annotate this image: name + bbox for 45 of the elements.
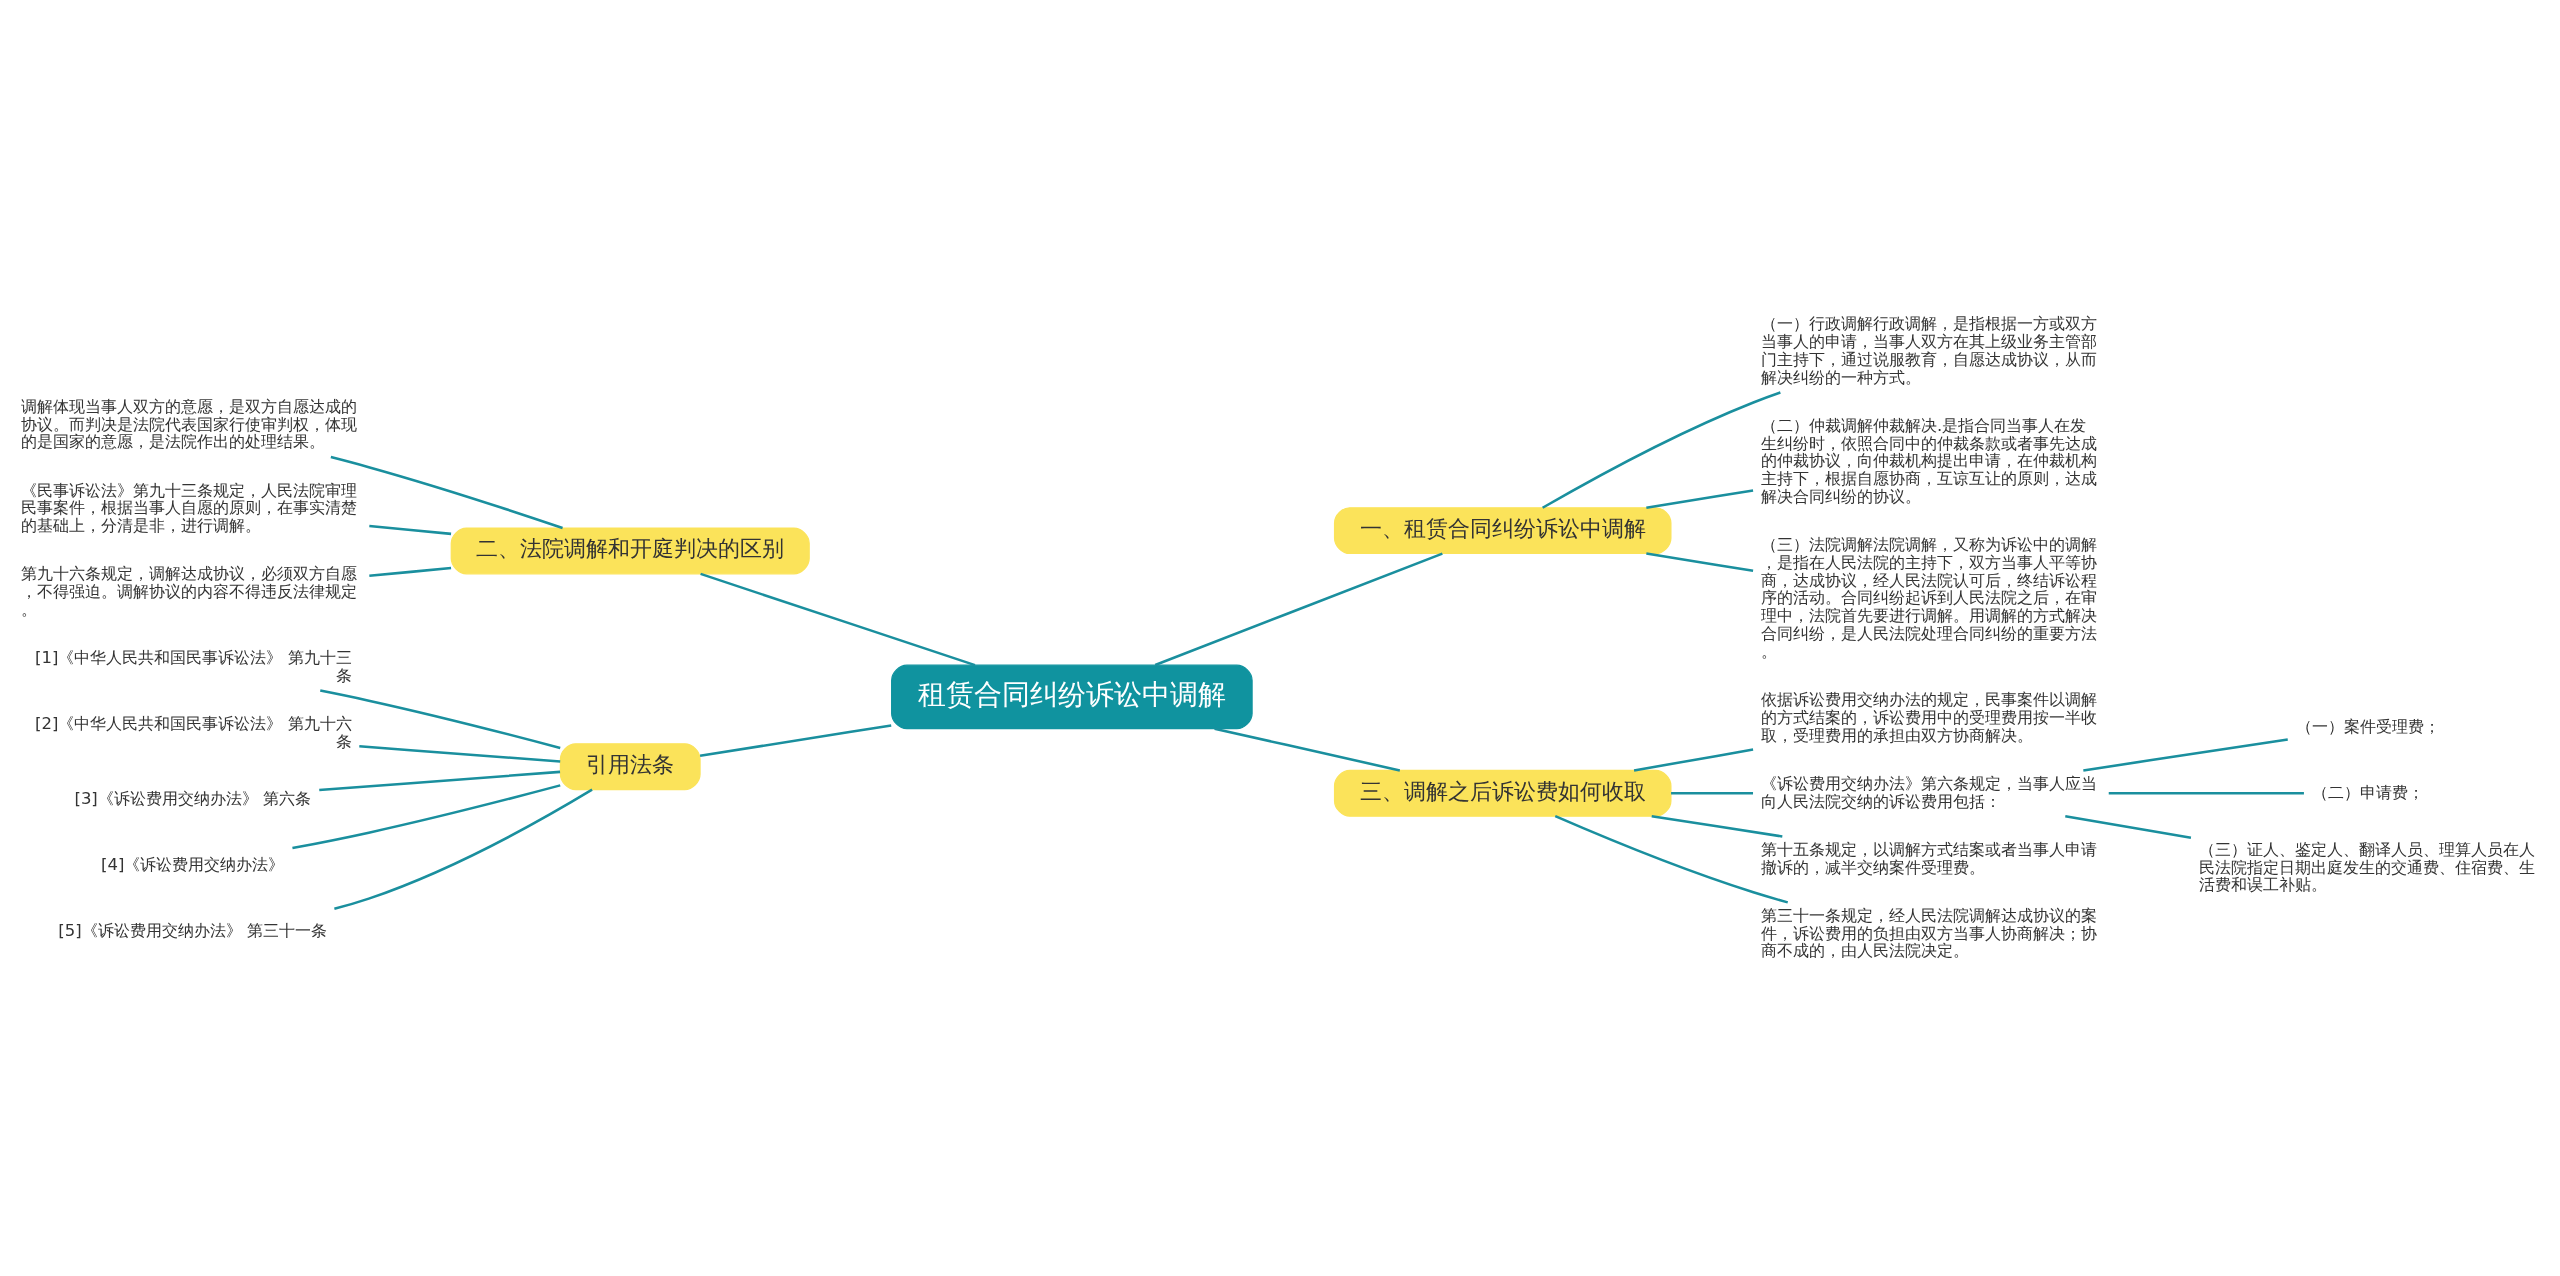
connector <box>1646 551 1754 572</box>
connector <box>1651 814 1783 838</box>
connector <box>330 455 563 529</box>
connector <box>369 524 452 535</box>
connector <box>2083 737 2288 772</box>
connector <box>1633 747 1754 772</box>
node-box: 租赁合同纠纷诉讼中调解 <box>891 664 1253 729</box>
connector <box>700 572 976 666</box>
connector <box>359 744 561 763</box>
node-text: 第三十一条规定，经人民法院调解达成协议的案件，诉讼费用的负担由双方当事人协商解决；协商不成的，由人民法院决定。 <box>1760 905 2097 960</box>
node-text: （一）案件受理费； <box>2295 716 2440 736</box>
node-text: 第九十六条规定，调解达成协议，必须双方自愿，不得强迫。调解协议的内容不得违反法律规定。 <box>21 563 358 619</box>
node-text: [4]《诉讼费用交纳办法》 <box>101 854 285 874</box>
node-box: 二、法院调解和开庭判决的区别 <box>450 526 810 574</box>
connector <box>320 688 561 749</box>
node-text: （三）证人、鉴定人、翻译人员、理算人员在人民法院指定日期出庭发生的交通费、住宿费、生活费和误工补贴。 <box>2198 839 2535 894</box>
connector <box>1671 791 1754 795</box>
node-text: [5]《诉讼费用交纳办法》 第三十一条 <box>58 920 327 940</box>
connector <box>2108 791 2304 795</box>
node-text: 第十五条规定，以调解方式结案或者当事人申请撤诉的，减半交纳案件受理费。 <box>1760 839 2097 877</box>
connector <box>1542 390 1781 509</box>
connector <box>1154 551 1443 666</box>
connector <box>334 788 593 910</box>
node-text: （一）行政调解行政调解，是指根据一方或双方当事人的申请，当事人双方在其上级业务主管部门主持下，通过说服教育，自愿达成协议，从而解决纠纷的一种方式。 <box>1760 313 2097 387</box>
connector <box>1554 814 1789 904</box>
connector <box>319 770 561 791</box>
node-text: 依据诉讼费用交纳办法的规定，民事案件以调解的方式结案的，诉讼费用中的受理费用按一半收取，受理费用的承担由双方协商解决。 <box>1760 689 2097 745</box>
node-box: 三、调解之后诉讼费如何收取 <box>1333 769 1672 817</box>
connector <box>1646 488 1754 509</box>
connector <box>1214 727 1401 772</box>
connector <box>2065 814 2192 839</box>
node-text: （二）仲裁调解仲裁解决.是指合同当事人在发生纠纷时，依照合同中的仲裁条款或者事先达成的仲裁协议，向仲裁机构提出申请，在仲裁机构主持下，根据自愿协商，互谅互让的原则，达成解决合同纠纷的协议。 <box>1760 415 2097 506</box>
node-text: 《民事诉讼法》第九十三条规定，人民法院审理民事案件，根据当事人自愿的原则，在事实清楚的基础上，分清是非，进行调解。 <box>21 480 358 535</box>
node-text: （二）申请费； <box>2311 782 2424 802</box>
node-text: [2]《中华人民共和国民事诉讼法》 第九十六条 <box>35 713 352 751</box>
connector <box>369 566 452 577</box>
node-box: 一、租赁合同纠纷诉讼中调解 <box>1333 506 1672 554</box>
node-text: [1]《中华人民共和国民事诉讼法》 第九十三条 <box>35 647 352 685</box>
node-text: 《诉讼费用交纳办法》第六条规定，当事人应当向人民法院交纳的诉讼费用包括： <box>1760 773 2097 811</box>
node-box: 引用法条 <box>559 742 701 790</box>
connector <box>699 723 892 757</box>
connector <box>292 783 561 849</box>
node-text: 调解体现当事人双方的意愿，是双方自愿达成的协议。而判决是法院代表国家行使审判权，体现的是国家的意愿，是法院作出的处理结果。 <box>21 396 358 451</box>
node-text: [3]《诉讼费用交纳办法》 第六条 <box>74 788 312 808</box>
node-text: （三）法院调解法院调解，又称为诉讼中的调解，是指在人民法院的主持下，双方当事人平等协商，达成协议，经人民法院认可后，终结诉讼程序的活动。合同纠纷起诉到人民法院之后，在审理中，法院首先要进行调解。用调解的方式解决合同纠纷，是人民法院处理合同纠纷的重要方法。 <box>1760 534 2097 661</box>
